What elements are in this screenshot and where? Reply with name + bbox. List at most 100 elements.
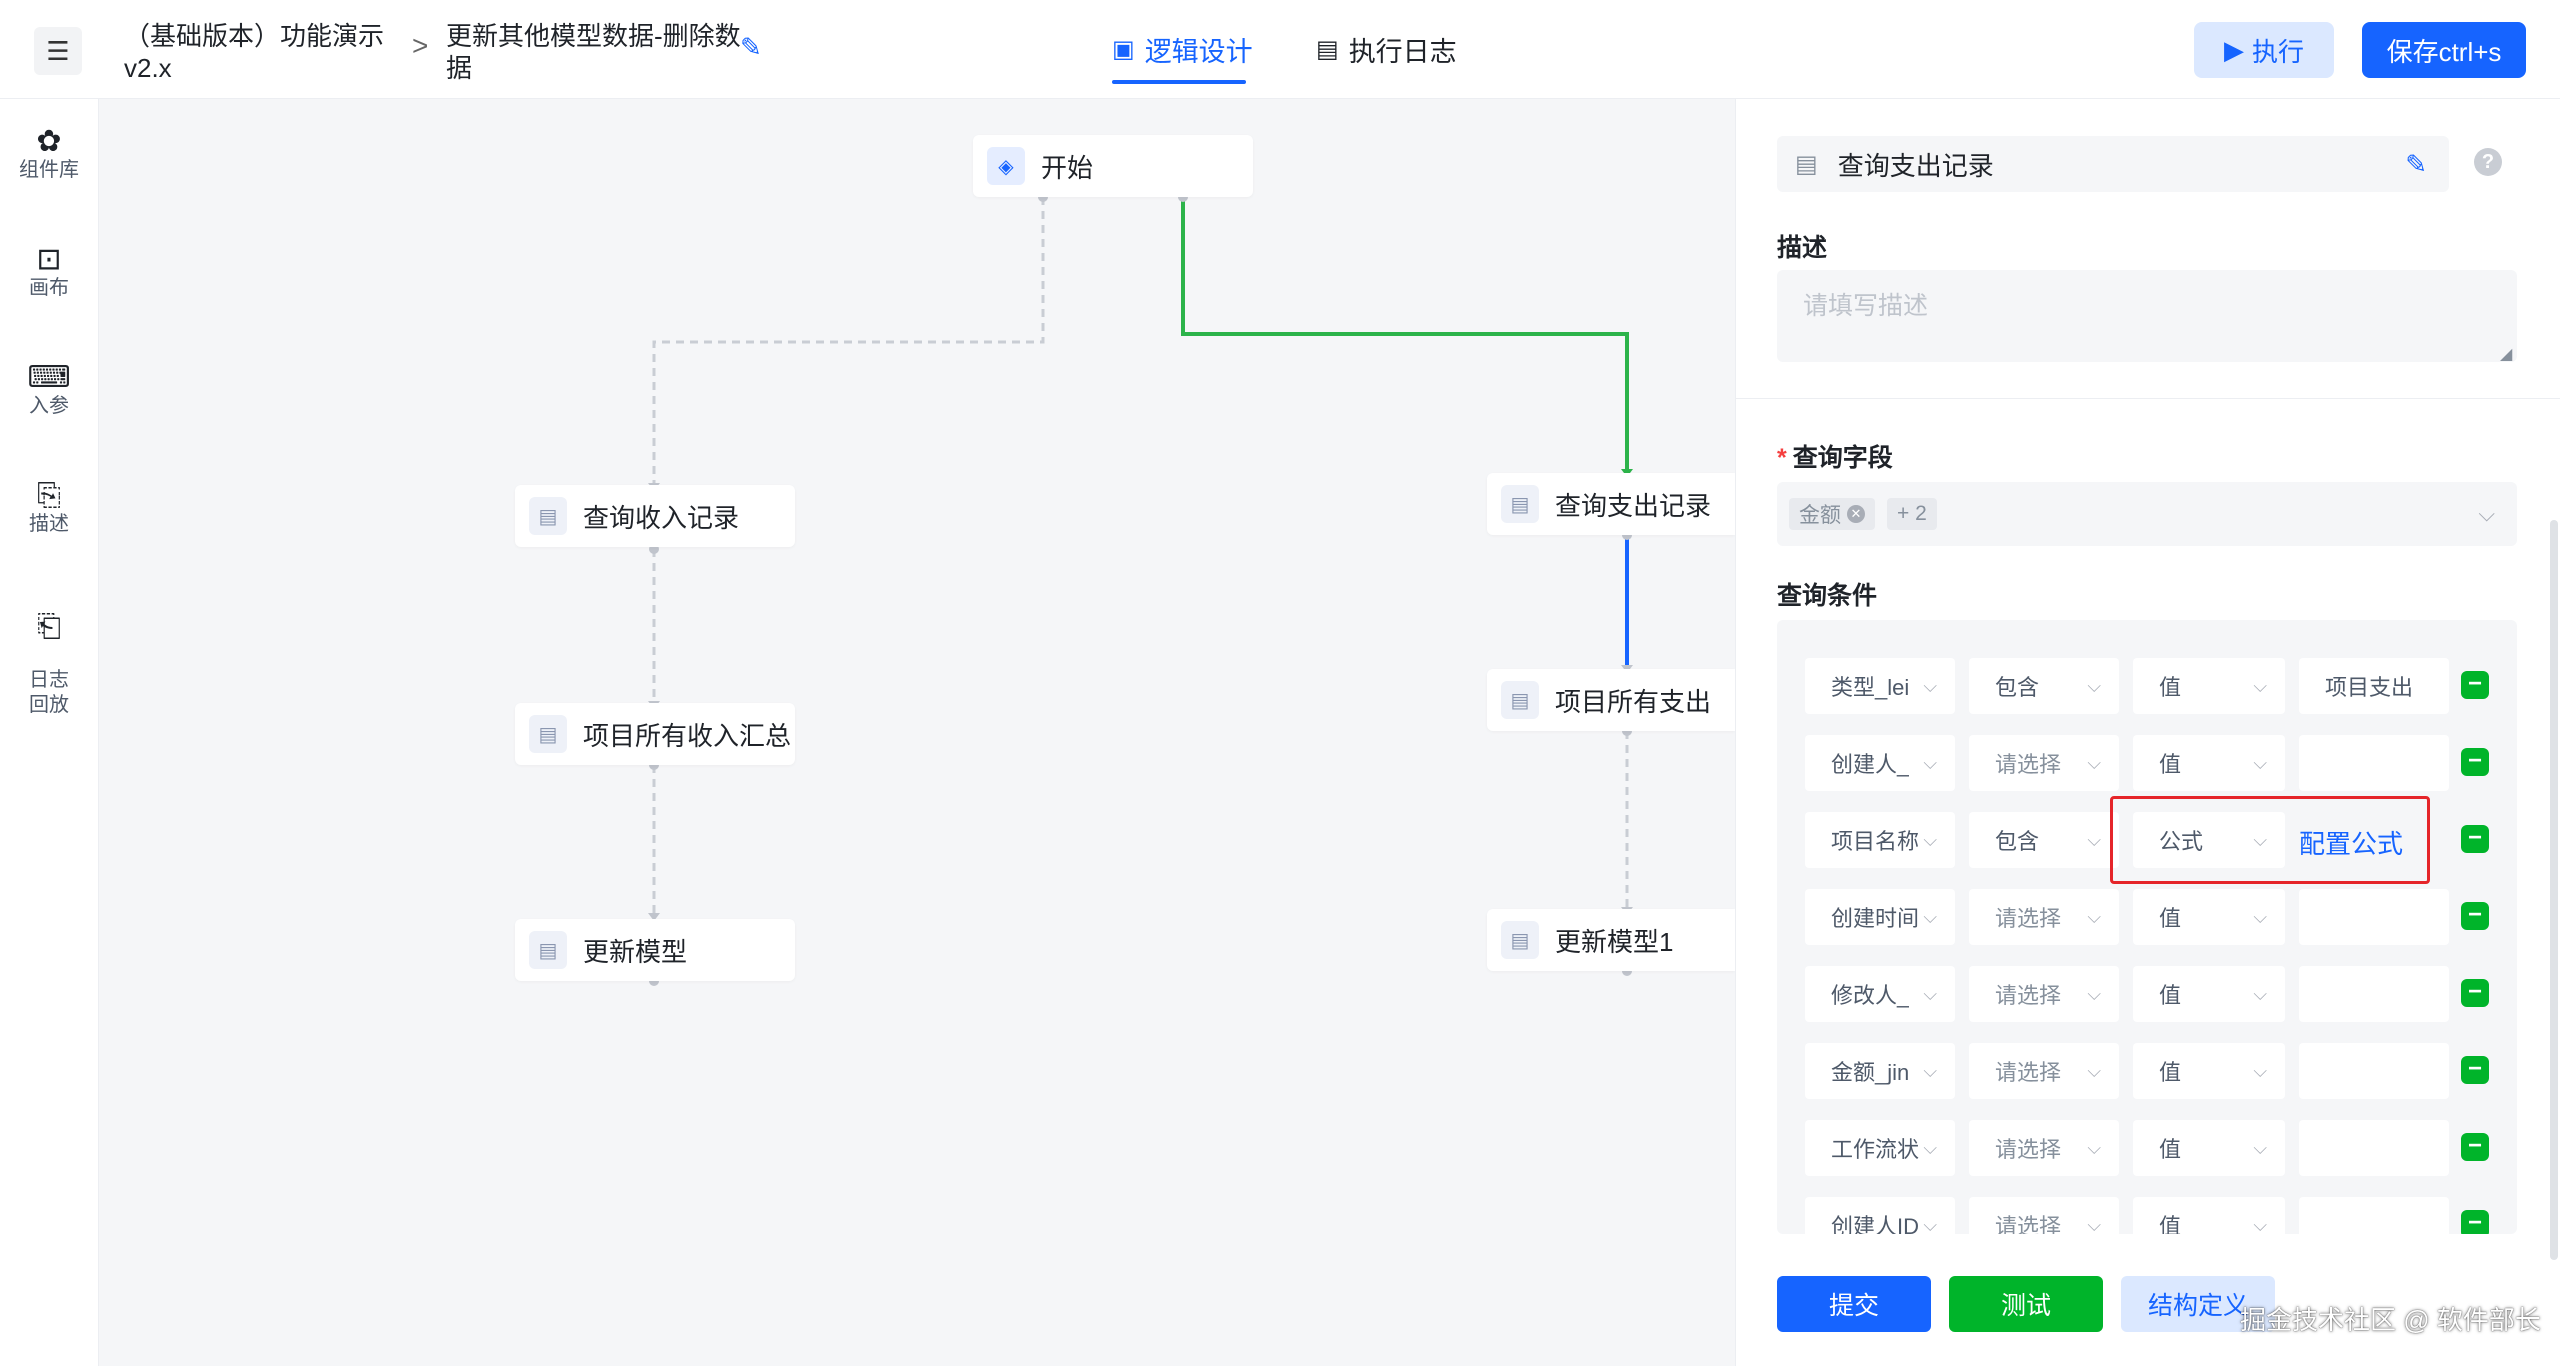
operator-select[interactable]: 请选择⌵: [1969, 1197, 2119, 1234]
structure-definition-button[interactable]: 结构定义: [2121, 1276, 2275, 1332]
field-select[interactable]: 创建人ID⌵: [1805, 1197, 1955, 1234]
field-value: 类型_lei: [1831, 675, 1910, 700]
execute-label: 执行: [2251, 36, 2304, 67]
execute-button[interactable]: ▶ 执行: [2194, 22, 2334, 78]
node-update-model[interactable]: ▤ 更新模型: [515, 919, 795, 981]
value-input[interactable]: [2299, 1197, 2449, 1234]
sidebar-item-canvas[interactable]: ⊡ 画布: [0, 245, 98, 301]
operator-select[interactable]: 请选择⌵: [1969, 1043, 2119, 1099]
chevron-down-icon: ⌵: [2253, 906, 2267, 927]
value-type-select[interactable]: 值⌵: [2133, 658, 2285, 714]
help-icon[interactable]: ?: [2474, 148, 2502, 176]
test-button[interactable]: 测试: [1949, 1276, 2103, 1332]
value-type: 值: [2159, 1060, 2182, 1085]
node-label: 开始: [1041, 152, 1094, 183]
remove-tag-icon[interactable]: ✕: [1847, 505, 1865, 523]
project-name[interactable]: （基础版本）功能演示v2.x: [124, 21, 385, 83]
field-value: 工作流状: [1831, 1137, 1920, 1162]
save-button[interactable]: 保存ctrl+s: [2362, 22, 2526, 78]
flow-canvas[interactable]: ◈ 开始 ▤ 查询收入记录 ▤ 项目所有收入汇总 ▤ 更新模型 ▤ 查询支出记录…: [99, 99, 1735, 1366]
operator-select[interactable]: 请选择⌵: [1969, 889, 2119, 945]
query-fields-select[interactable]: 金额 ✕ + 2 ⌵: [1777, 482, 2517, 546]
node-query-income[interactable]: ▤ 查询收入记录: [515, 485, 795, 547]
value-input[interactable]: [2299, 966, 2449, 1022]
value-type: 公式: [2159, 829, 2204, 854]
chevron-down-icon: ⌵: [1923, 675, 1937, 696]
edit-icon[interactable]: ✎: [2405, 148, 2427, 179]
value-type-select[interactable]: 值⌵: [2133, 1120, 2285, 1176]
value-input[interactable]: [2299, 889, 2449, 945]
value-type-select[interactable]: 值⌵: [2133, 1043, 2285, 1099]
remove-condition-button[interactable]: −: [2461, 748, 2489, 776]
layers-icon: ◈: [987, 147, 1025, 185]
remove-condition-button[interactable]: −: [2461, 825, 2489, 853]
sidebar-item-description[interactable]: ⎘ 描述: [0, 481, 98, 537]
field-select[interactable]: 修改人_⌵: [1805, 966, 1955, 1022]
node-title-text: 查询支出记录: [1837, 150, 1994, 181]
operator-select[interactable]: 包含⌵: [1969, 658, 2119, 714]
value-input[interactable]: [2299, 1043, 2449, 1099]
chevron-right-icon: >: [412, 30, 429, 61]
sidebar-item-log-replay[interactable]: ⎗ 日志 回放: [0, 589, 98, 718]
submit-button[interactable]: 提交: [1777, 1276, 1931, 1332]
table-icon: ▤: [529, 931, 567, 969]
panel-scrollbar[interactable]: [2550, 520, 2558, 1260]
node-all-expense[interactable]: ▤ 项目所有支出: [1487, 669, 1735, 731]
remove-condition-button[interactable]: −: [2461, 1133, 2489, 1161]
value-input[interactable]: [2299, 735, 2449, 791]
value-type-select[interactable]: 值⌵: [2133, 735, 2285, 791]
operator-value: 包含: [1995, 675, 2040, 700]
value-type-select[interactable]: 值⌵: [2133, 966, 2285, 1022]
chevron-down-icon: ⌵: [2087, 829, 2101, 850]
operator-select[interactable]: 请选择⌵: [1969, 735, 2119, 791]
sidebar-item-params[interactable]: ⌨ 入参: [0, 361, 98, 419]
edit-title-icon[interactable]: ✎: [740, 32, 762, 62]
value-type-select[interactable]: 公式⌵: [2133, 812, 2285, 868]
remove-condition-button[interactable]: −: [2461, 1210, 2489, 1234]
remove-condition-button[interactable]: −: [2461, 979, 2489, 1007]
field-select[interactable]: 类型_lei ⌵: [1805, 658, 1955, 714]
node-start[interactable]: ◈ 开始: [973, 135, 1253, 197]
remove-condition-button[interactable]: −: [2461, 1056, 2489, 1084]
menu-toggle-button[interactable]: ☰: [34, 27, 82, 75]
value-input[interactable]: [2299, 1120, 2449, 1176]
tab-logic-design[interactable]: ▣ 逻辑设计: [1112, 30, 1253, 69]
value-type: 值: [2159, 1214, 2182, 1234]
node-update-model1[interactable]: ▤ 更新模型1: [1487, 909, 1735, 971]
field-select[interactable]: 工作流状⌵: [1805, 1120, 1955, 1176]
play-icon: ▶: [2223, 34, 2244, 65]
field-select[interactable]: 创建时间⌵: [1805, 889, 1955, 945]
remove-condition-button[interactable]: −: [2461, 902, 2489, 930]
field-tag-label: 金额: [1799, 504, 1841, 527]
chevron-down-icon: ⌵: [1923, 1060, 1937, 1081]
chevron-down-icon: ⌵: [1923, 1214, 1937, 1235]
operator-select[interactable]: 包含⌵: [1969, 812, 2119, 868]
chevron-down-icon: ⌵: [2087, 1060, 2101, 1081]
node-query-expense[interactable]: ▤ 查询支出记录: [1487, 473, 1735, 535]
operator-select[interactable]: 请选择⌵: [1969, 1120, 2119, 1176]
node-label: 查询支出记录: [1555, 490, 1712, 521]
tab-exec-log[interactable]: ▤ 执行日志: [1316, 30, 1457, 69]
resize-handle-icon[interactable]: ◢: [2500, 346, 2513, 363]
chevron-down-icon: ⌵: [2087, 752, 2101, 773]
remove-condition-button[interactable]: −: [2461, 671, 2489, 699]
image-icon: ▣: [1112, 36, 1135, 63]
description-textarea[interactable]: 请填写描述: [1777, 270, 2517, 362]
code-icon: ⌨: [27, 361, 71, 394]
operator-select[interactable]: 请选择⌵: [1969, 966, 2119, 1022]
chevron-down-icon: ⌵: [2478, 501, 2495, 526]
left-sidebar: ✿ 组件库 ⊡ 画布 ⌨ 入参 ⎘ 描述 ⎗ 日志 回放: [0, 99, 99, 1366]
value-type: 值: [2159, 675, 2182, 700]
field-select[interactable]: 创建人_⌵: [1805, 735, 1955, 791]
node-income-summary[interactable]: ▤ 项目所有收入汇总: [515, 703, 795, 765]
table-icon: ▤: [529, 715, 567, 753]
field-select[interactable]: 项目名称⌵: [1805, 812, 1955, 868]
field-select[interactable]: 金额_jin⌵: [1805, 1043, 1955, 1099]
configure-formula-link[interactable]: 配置公式: [2299, 829, 2404, 859]
section-divider: [1735, 398, 2560, 399]
value-type-select[interactable]: 值⌵: [2133, 1197, 2285, 1234]
value-type-select[interactable]: 值⌵: [2133, 889, 2285, 945]
node-title-field[interactable]: ▤ 查询支出记录 ✎: [1777, 136, 2449, 192]
sidebar-item-components[interactable]: ✿ 组件库: [0, 127, 98, 183]
value-input[interactable]: 项目支出: [2299, 658, 2449, 714]
